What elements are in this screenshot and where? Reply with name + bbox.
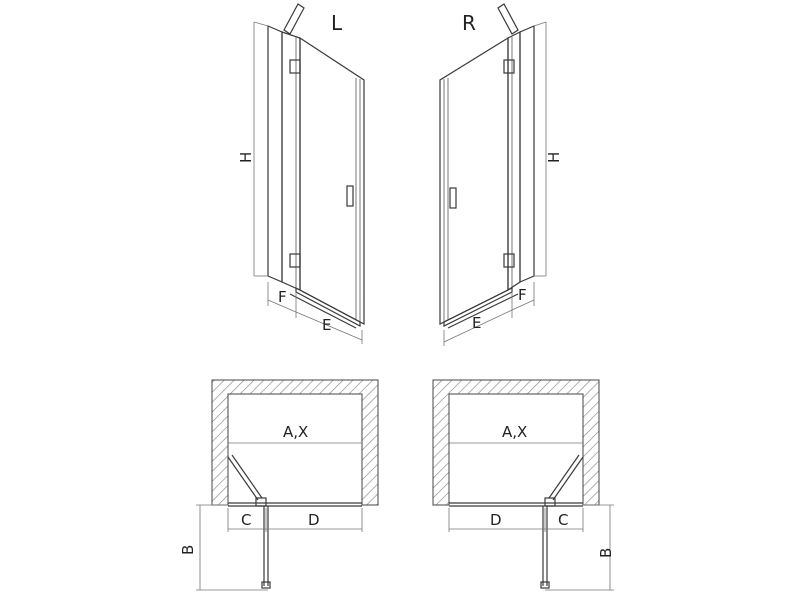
right-bottom-hinge-icon (503, 253, 515, 268)
right-plan-view: A,X D C B (432, 379, 615, 591)
left-door-panel-label: D (308, 511, 320, 529)
left-view-label: L (331, 11, 343, 35)
right-opening-width-label: A,X (502, 423, 527, 441)
right-door-panel (439, 36, 509, 325)
right-plan-hinge-icon (544, 497, 556, 507)
right-stabilizer-bar (497, 3, 519, 35)
left-plan-door-handle-icon (261, 581, 271, 589)
right-plan-door-handle-icon (540, 581, 550, 589)
left-opening-width-label: A,X (283, 423, 308, 441)
right-view-label: R (462, 11, 476, 35)
left-base-profile (295, 287, 361, 327)
left-fixed-width-label: F (278, 288, 287, 306)
left-fixed-panel (281, 31, 301, 291)
right-door-panel-label: D (490, 511, 502, 529)
left-door-width-label: E (322, 316, 331, 334)
left-wall-profile (267, 25, 283, 283)
left-plan-hinge-icon (255, 497, 267, 507)
right-door-width-label: E (472, 314, 481, 332)
right-wall-profile (519, 25, 535, 283)
left-plan-walls (211, 379, 379, 506)
left-fixed-panel-label: C (241, 511, 251, 529)
right-elevation: H F E R (439, 3, 563, 346)
right-base-profile (443, 287, 513, 327)
left-bottom-hinge-icon (289, 253, 301, 268)
left-door-panel (299, 36, 365, 325)
left-stabilizer-bar (283, 3, 305, 35)
left-elevation: H F E L (237, 3, 365, 344)
right-depth-label: B (597, 548, 615, 558)
left-height-label: H (237, 152, 255, 163)
right-fixed-width-label: F (518, 286, 527, 304)
left-plan-view: A,X C D B (179, 379, 379, 591)
right-handle-icon (449, 187, 457, 209)
left-depth-label: B (179, 545, 197, 555)
right-fixed-panel-label: C (558, 511, 568, 529)
right-height-label: H (545, 152, 563, 163)
right-plan-walls (432, 379, 600, 506)
left-top-hinge-icon (289, 59, 301, 74)
right-top-hinge-icon (503, 59, 515, 74)
left-handle-icon (346, 185, 354, 207)
